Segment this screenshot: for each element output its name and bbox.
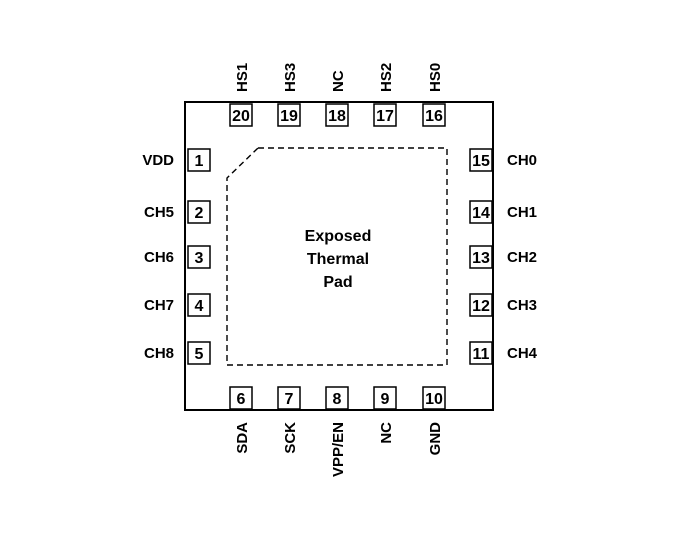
pin-box [422,386,446,410]
pin-label: HS1 [234,63,251,92]
pin-number: 18 [328,108,346,125]
pin-box [373,103,397,127]
pin-box [373,386,397,410]
pin-2: 2 CH5 [144,200,211,224]
pin-box [469,148,493,172]
pin-11: 11 CH4 [469,341,538,365]
pin-label: SCK [282,422,299,454]
pin-box [229,103,253,127]
exposed-pad-label-line-3: Pad [323,274,352,291]
pin-number: 2 [195,205,204,222]
pin-box [187,341,211,365]
pin-label: GND [427,422,444,456]
pin-label: VPP/EN [330,422,347,477]
pin-label: HS0 [427,63,444,92]
pin-number: 11 [473,346,490,363]
pin-number: 12 [472,298,490,315]
pin-4: 4 CH7 [144,293,211,317]
pin-number: 19 [280,108,298,125]
pin-label: NC [378,422,395,444]
pin-number: 4 [195,298,204,315]
exposed-pad-outline [226,147,448,366]
pin-1: 1 VDD [142,148,211,172]
pin-label: HS2 [378,63,395,92]
pin-number: 5 [195,346,204,363]
pin-label: CH1 [507,204,537,221]
pin-number: 20 [232,108,250,125]
pin-box [469,341,493,365]
pin-number: 14 [472,205,490,222]
pin-number: 9 [381,391,390,408]
pin-number: 13 [472,250,490,267]
exposed-pad-label: Exposed Thermal Pad [305,228,372,291]
pin-number: 8 [333,391,342,408]
pin-box [187,293,211,317]
pin-14: 14 CH1 [469,200,537,224]
pin-number: 16 [425,108,443,125]
pin-13: 13 CH2 [469,245,537,269]
pin-18: 18 NC [325,70,349,127]
pin-number: 10 [425,391,443,408]
pin-number: 17 [376,108,394,125]
pin-label: CH0 [507,152,537,169]
pin-box [469,245,493,269]
pin-15: 15 CH0 [469,148,537,172]
pin-5: 5 CH8 [144,341,211,365]
pin-label: NC [330,70,347,92]
pin-20: 20 HS1 [229,63,253,127]
pin-label: CH3 [507,297,537,314]
pin-box [422,103,446,127]
pin-12: 12 CH3 [469,293,537,317]
pin-label: CH2 [507,249,537,266]
pin-group: 1 VDD 2 CH5 3 CH6 4 CH7 5 CH8 11 CH4 12 CH3 13 CH2 14 CH1… [142,63,537,477]
pin-number: 3 [195,250,204,267]
exposed-pad-label-line-1: Exposed [305,228,372,245]
pin-box [187,148,211,172]
pin-number: 7 [285,391,294,408]
exposed-pad-label-line-2: Thermal [307,251,369,268]
pin-9: 9NC [373,386,397,444]
pin-label: CH7 [144,297,174,314]
pin-17: 17 HS2 [373,63,397,127]
pin-label: CH6 [144,249,174,266]
pin-label: SDA [234,422,251,454]
pin-box [187,245,211,269]
pin-box [277,103,301,127]
pin-box [229,386,253,410]
pin-number: 15 [472,153,490,170]
pin-19: 19 HS3 [277,63,301,127]
pin-label: CH5 [144,204,174,221]
pin-number: 1 [195,153,204,170]
pin-box [325,103,349,127]
pin-box [469,293,493,317]
pin-number: 6 [237,391,246,408]
pin-3: 3 CH6 [144,245,211,269]
pin-box [469,200,493,224]
pin-box [187,200,211,224]
pin-label: HS3 [282,63,299,92]
pin-label: CH4 [507,345,538,362]
pin-16: 16 HS0 [422,63,446,127]
package-body [184,101,494,411]
pin-box [325,386,349,410]
pin-box [277,386,301,410]
pin-label: VDD [142,152,174,169]
pin-label: CH8 [144,345,174,362]
